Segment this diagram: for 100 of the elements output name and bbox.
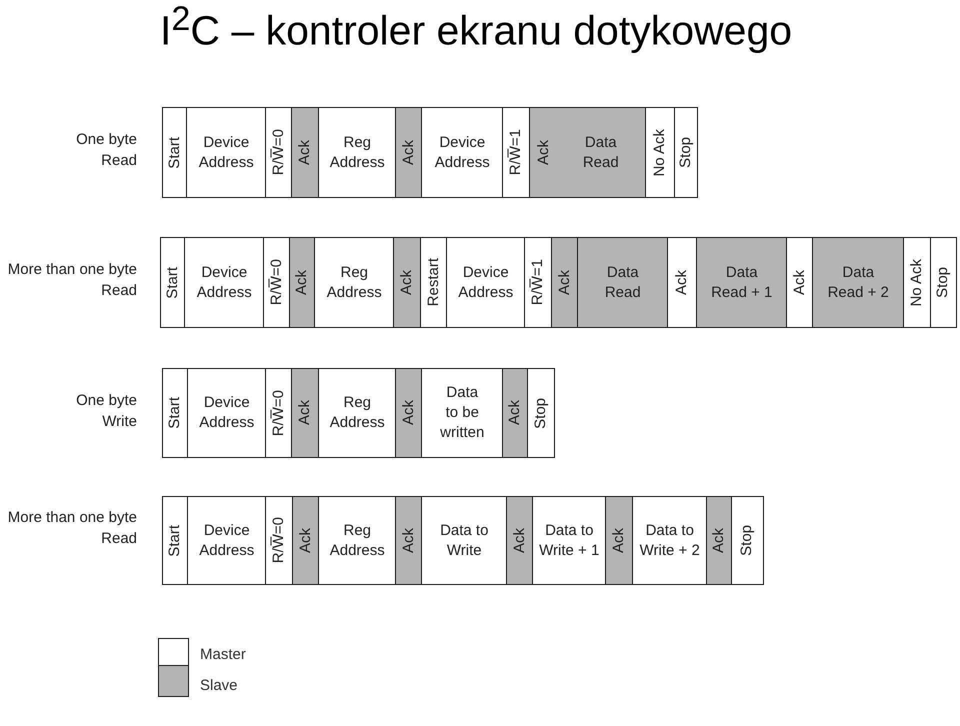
field-label: Ack bbox=[292, 270, 312, 295]
field-label: Restart bbox=[424, 258, 443, 307]
frame-field bbox=[421, 368, 504, 458]
frame-field bbox=[420, 237, 448, 328]
frame-field bbox=[395, 107, 422, 198]
field-label: Stop bbox=[676, 137, 695, 168]
field-label: Ack bbox=[534, 140, 553, 165]
field-label: No Ack bbox=[650, 128, 670, 176]
field-label: Reg Address bbox=[328, 393, 386, 433]
field-label: Start bbox=[164, 136, 184, 168]
frame-field bbox=[731, 496, 764, 585]
frame-field bbox=[696, 237, 788, 328]
frame-field bbox=[187, 496, 266, 585]
frame-field bbox=[903, 237, 932, 328]
row-label: One byte Read bbox=[75, 130, 137, 171]
field-label: Data Read bbox=[604, 262, 642, 302]
frame-field bbox=[395, 368, 422, 458]
frame-field bbox=[184, 237, 264, 328]
frame-field bbox=[318, 496, 396, 585]
frame-field bbox=[786, 237, 814, 328]
frame-field bbox=[187, 368, 266, 458]
field-label: Device Address bbox=[198, 132, 255, 172]
frame-field bbox=[160, 237, 186, 328]
frame-field bbox=[605, 496, 634, 585]
field-label: Data Read + 1 bbox=[710, 262, 774, 302]
row-label: More than one byte Read bbox=[6, 508, 137, 549]
field-label: Stop bbox=[933, 267, 952, 298]
field-label: Start bbox=[165, 524, 184, 556]
frame-field bbox=[263, 237, 290, 328]
field-label: Ack bbox=[672, 270, 692, 295]
frame-field bbox=[318, 107, 396, 198]
field-label: Ack bbox=[398, 140, 418, 165]
field-label: Ack bbox=[790, 270, 809, 295]
frame-field bbox=[706, 496, 732, 585]
row-label: More than one byte Read bbox=[6, 260, 137, 301]
frame-field bbox=[162, 496, 188, 585]
frame-field bbox=[551, 237, 578, 328]
frame-field bbox=[667, 237, 698, 328]
legend-label: Master bbox=[200, 645, 246, 665]
row-label: One byte Write bbox=[75, 391, 137, 432]
field-label: Ack bbox=[709, 528, 728, 553]
frame-field bbox=[446, 237, 526, 328]
field-label: Ack bbox=[609, 528, 628, 553]
field-label: Data Read + 2 bbox=[826, 262, 890, 302]
field-label: Ack bbox=[398, 400, 418, 426]
frame-field bbox=[421, 107, 504, 198]
field-label: Ack bbox=[398, 528, 418, 553]
field-label: Stop bbox=[737, 525, 756, 556]
field-label: Start bbox=[165, 397, 184, 429]
field-label: R/W̅=1 bbox=[506, 129, 526, 176]
frame-field bbox=[162, 368, 188, 458]
frame-field bbox=[314, 237, 394, 328]
field-label: Stop bbox=[530, 398, 550, 428]
frame-field bbox=[265, 368, 292, 458]
field-label: Ack bbox=[296, 528, 315, 553]
frame-field bbox=[292, 496, 320, 585]
frame-field bbox=[930, 237, 956, 328]
frame-field bbox=[395, 496, 422, 585]
frame-field bbox=[529, 107, 558, 198]
field-label: Data to Write + 2 bbox=[638, 520, 701, 560]
field-label: Ack bbox=[397, 270, 416, 295]
frame-field bbox=[186, 107, 266, 198]
field-label: R/W̅=0 bbox=[266, 259, 286, 306]
field-label: Data to be written bbox=[439, 383, 486, 443]
frame-field bbox=[291, 368, 320, 458]
field-label: Device Address bbox=[457, 262, 514, 302]
frame-field bbox=[502, 107, 530, 198]
frame-field bbox=[674, 107, 698, 198]
frame-field bbox=[632, 496, 708, 585]
frame-field bbox=[289, 237, 316, 328]
field-label: Device Address bbox=[434, 132, 491, 172]
legend-label: Slave bbox=[200, 676, 238, 696]
frame-field bbox=[265, 496, 294, 585]
frame-field bbox=[532, 496, 606, 585]
field-label: Ack bbox=[510, 528, 529, 553]
field-label: Ack bbox=[554, 270, 574, 295]
frame-field bbox=[421, 496, 508, 585]
frame-field bbox=[162, 107, 188, 198]
field-label: Device Address bbox=[196, 262, 253, 302]
field-label: R/W̅=1 bbox=[528, 259, 548, 306]
field-label: Device Address bbox=[198, 393, 256, 433]
title: I$^{2}$C – kontroler ekranu dotykowego bbox=[160, 0, 792, 56]
frame-field bbox=[812, 237, 904, 328]
field-label: Start bbox=[162, 266, 182, 298]
field-label: Data Read bbox=[582, 132, 620, 172]
field-label: Data to Write + 1 bbox=[538, 520, 600, 560]
frame-field bbox=[318, 368, 396, 458]
field-label: Reg Address bbox=[326, 262, 383, 302]
field-label: Reg Address bbox=[328, 132, 386, 172]
field-label: Ack bbox=[505, 400, 524, 426]
field-label: Device Address bbox=[198, 520, 256, 560]
field-label: No Ack bbox=[907, 258, 926, 306]
frame-field bbox=[524, 237, 552, 328]
frame-field bbox=[506, 496, 534, 585]
field-label: R/W̅=0 bbox=[268, 129, 288, 176]
field-label: Ack bbox=[295, 140, 314, 165]
frame-field bbox=[645, 107, 676, 198]
frame-field bbox=[502, 368, 528, 458]
frame-field bbox=[291, 107, 320, 198]
field-label: Ack bbox=[295, 400, 314, 426]
